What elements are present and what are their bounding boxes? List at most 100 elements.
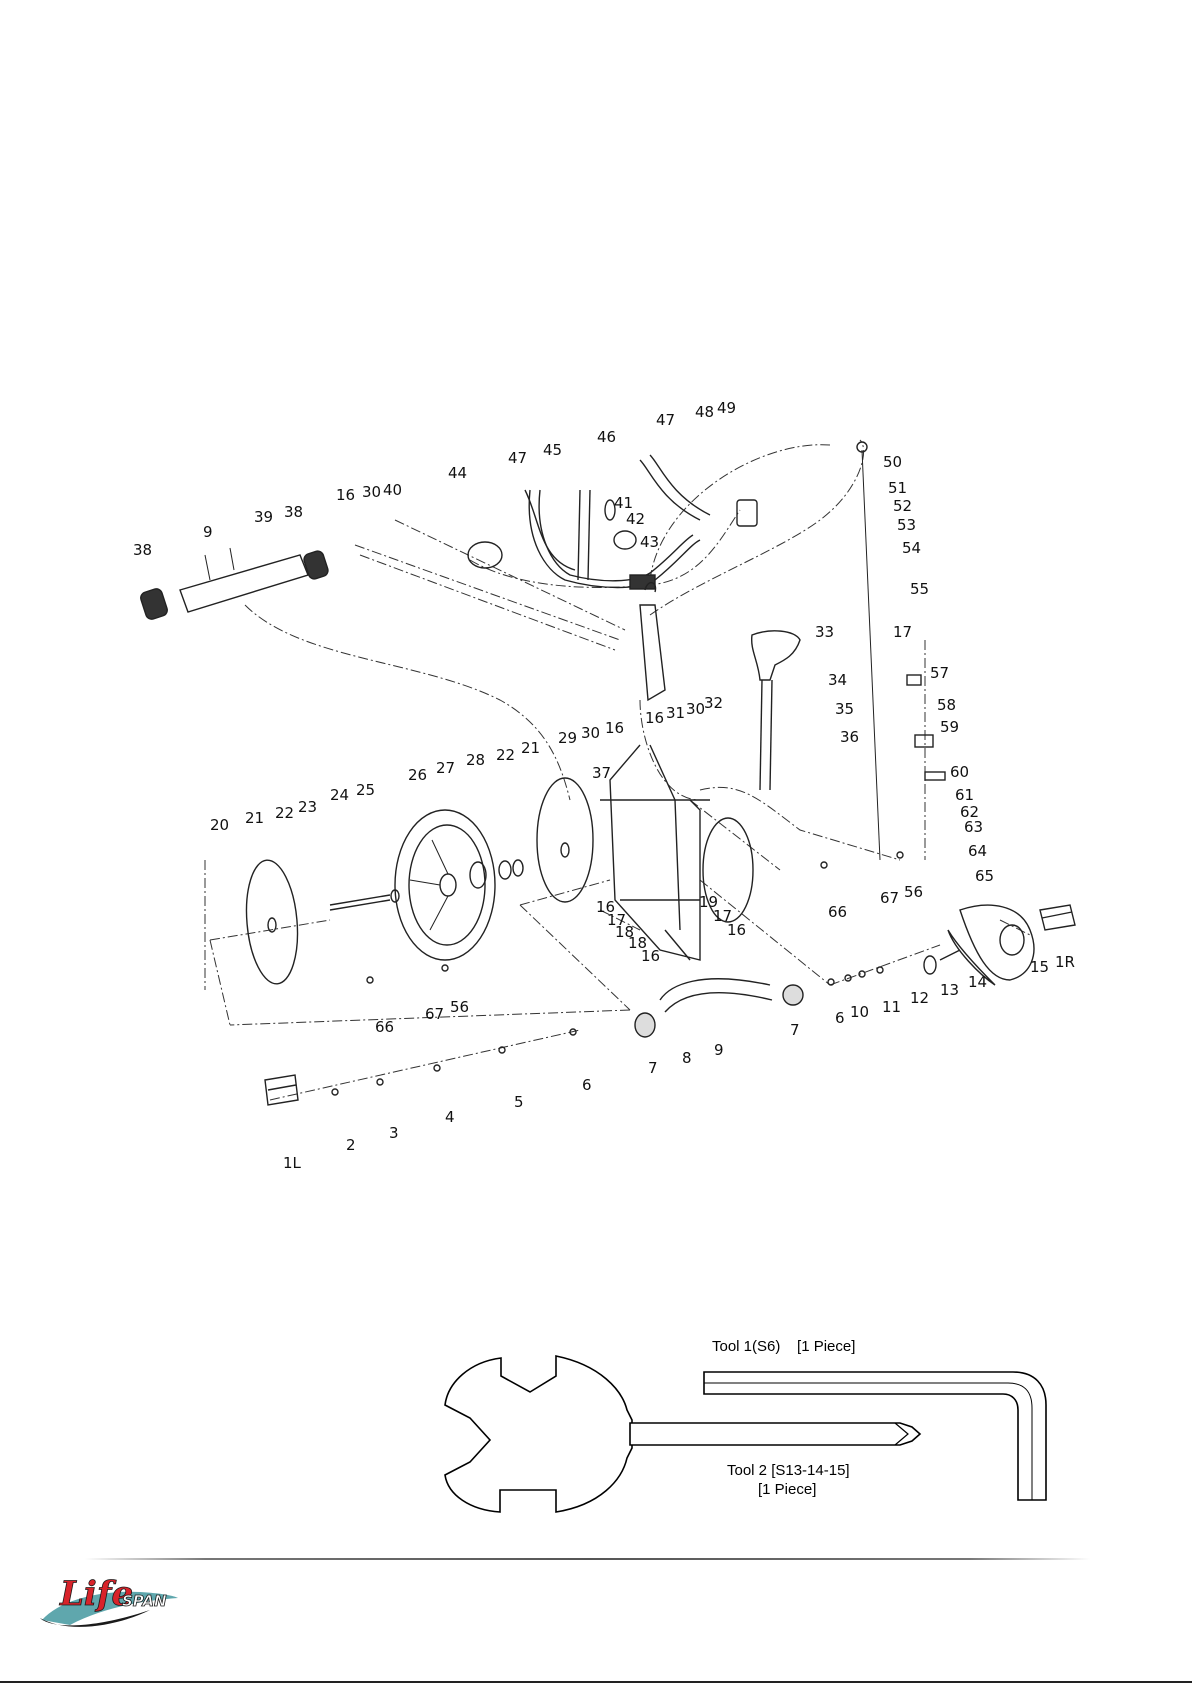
label-52: 52	[893, 497, 912, 515]
label-17d: 18	[628, 934, 647, 952]
handlebar	[524, 454, 711, 590]
label-42: 42	[626, 510, 645, 528]
label-50: 50	[883, 453, 902, 471]
label-21b: 21	[521, 739, 540, 757]
label-13: 13	[940, 981, 959, 999]
label-22a: 22	[275, 804, 294, 822]
label-59: 59	[940, 718, 959, 736]
label-21a: 21	[245, 809, 264, 827]
footer-divider	[85, 1558, 1090, 1560]
label-43: 43	[640, 533, 659, 551]
label-1R: 1R	[1055, 953, 1075, 971]
hex-key-tool	[703, 1371, 1047, 1501]
label-61: 61	[955, 786, 974, 804]
label-14: 14	[968, 973, 987, 991]
label-16d: 16	[596, 898, 615, 916]
label-34: 34	[828, 671, 847, 689]
label-6: 6	[582, 1076, 592, 1094]
tool2-label-line2: [1 Piece]	[758, 1481, 816, 1498]
label-9b: 9	[203, 523, 213, 541]
label-57: 57	[930, 664, 949, 682]
label-1L: 1L	[283, 1154, 302, 1172]
label-15: 15	[1030, 958, 1049, 976]
label-33: 33	[815, 623, 834, 641]
label-55: 55	[910, 580, 929, 598]
flywheel	[394, 809, 496, 961]
label-40: 40	[383, 481, 402, 499]
tool1-label: Tool 1(S6) [1 Piece]	[712, 1338, 855, 1355]
label-47b: 47	[656, 411, 675, 429]
label-60: 60	[950, 763, 969, 781]
label-16c: 16	[645, 709, 664, 727]
label-63: 63	[964, 818, 983, 836]
tool2-label-line1: Tool 2 [S13-14-15]	[727, 1462, 850, 1479]
logo-text-sub: SPAN	[122, 1592, 167, 1610]
part-drawings	[140, 441, 1076, 1106]
label-7: 7	[648, 1059, 658, 1077]
label-62: 62	[960, 803, 979, 821]
label-65: 65	[975, 867, 994, 885]
label-67b: 67	[880, 889, 899, 907]
label-37: 37	[592, 764, 611, 782]
label-4: 4	[445, 1108, 455, 1126]
label-48: 48	[695, 403, 714, 421]
label-16f: 16	[641, 947, 660, 965]
label-17b: 17	[607, 911, 626, 929]
page-bottom-rule	[0, 1681, 1192, 1683]
label-22b: 22	[496, 746, 515, 764]
label-32: 32	[704, 694, 723, 712]
chain-guard	[959, 904, 1035, 981]
label-24: 24	[330, 786, 349, 804]
lifespan-logo: Life SPAN	[40, 1574, 178, 1627]
label-23: 23	[298, 798, 317, 816]
label-16a: 16	[336, 486, 355, 504]
label-12: 12	[910, 989, 929, 1007]
label-58: 58	[937, 696, 956, 714]
logo-text-main: Life	[59, 1574, 133, 1614]
label-35: 35	[835, 700, 854, 718]
label-16e: 16	[727, 921, 746, 939]
label-10: 10	[850, 1003, 869, 1021]
label-44: 44	[448, 464, 467, 482]
cover-disc-left	[245, 859, 299, 985]
label-41: 41	[614, 494, 633, 512]
label-66a: 66	[375, 1018, 394, 1036]
main-frame	[600, 744, 710, 961]
label-67a: 67	[425, 1005, 444, 1023]
label-38a: 38	[133, 541, 152, 559]
label-45: 45	[543, 441, 562, 459]
label-5: 5	[514, 1093, 524, 1111]
label-54: 54	[902, 539, 921, 557]
label-25: 25	[356, 781, 375, 799]
spanner-tool	[444, 1355, 633, 1513]
label-56b: 56	[904, 883, 923, 901]
label-27: 27	[436, 759, 455, 777]
assembly-guide-lines	[204, 439, 1031, 1101]
label-19: 19	[699, 893, 718, 911]
pedal-right	[1039, 904, 1076, 931]
rear-stabilizer	[634, 978, 804, 1038]
label-31: 31	[666, 704, 685, 722]
cover-disc-right	[536, 777, 594, 903]
label-28: 28	[466, 751, 485, 769]
label-30b: 30	[581, 724, 600, 742]
label-66b: 66	[828, 903, 847, 921]
label-39: 39	[254, 508, 273, 526]
label-3: 3	[389, 1124, 399, 1142]
label-30a: 30	[362, 483, 381, 501]
label-16b: 16	[605, 719, 624, 737]
label-17c: 17	[713, 907, 732, 925]
part-labels: 1L 1R 2 3 4 5 6 6 7 7 8 9 9 10 11 12 13 …	[133, 399, 1075, 1172]
console	[467, 541, 503, 569]
label-2: 2	[346, 1136, 356, 1154]
label-51: 51	[888, 479, 907, 497]
label-30c: 30	[686, 700, 705, 718]
label-53: 53	[897, 516, 916, 534]
label-38b: 38	[284, 503, 303, 521]
label-7b: 7	[790, 1021, 800, 1039]
label-9: 9	[714, 1041, 724, 1059]
label-8: 8	[682, 1049, 692, 1067]
label-11: 11	[882, 998, 901, 1016]
pedal-left	[264, 1074, 299, 1106]
